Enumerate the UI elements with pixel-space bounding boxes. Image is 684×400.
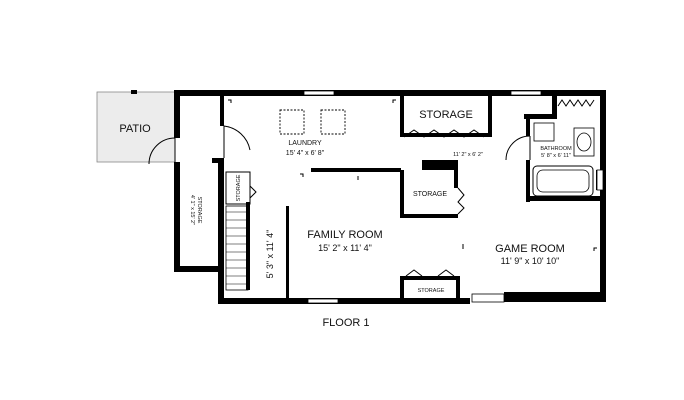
corner-markers <box>228 99 597 251</box>
windows <box>303 90 604 304</box>
game-room-label: GAME ROOM <box>495 243 565 255</box>
bathroom-fixtures <box>532 99 595 197</box>
interior-walls <box>212 96 604 300</box>
hall-dims: 11' 2" x 6' 2" <box>453 152 483 158</box>
bathroom-dims: 5' 8" x 6' 11" <box>541 153 571 159</box>
family-room-dims: 15' 2" x 11' 4" <box>318 243 372 253</box>
game-room-dims: 11' 9" x 10' 10" <box>501 256 560 266</box>
storage-top-label: STORAGE <box>419 109 473 121</box>
family-room-label: FAMILY ROOM <box>307 229 382 241</box>
storage-mid-label: STORAGE <box>413 191 447 198</box>
storage-bottom-label: STORAGE <box>418 288 445 294</box>
storage-stair-label: STORAGE <box>236 174 242 201</box>
doors <box>223 125 531 277</box>
floor-label: FLOOR 1 <box>322 317 369 329</box>
staircase <box>225 171 251 291</box>
patio-label: PATIO <box>119 123 151 135</box>
bathroom-label: BATHROOM <box>540 146 572 152</box>
laundry-label: LAUNDRY <box>288 140 322 147</box>
stair-dims: 5' 3" x 11' 4" <box>265 230 275 279</box>
laundry-dims: 15' 4" x 6' 8" <box>286 150 325 157</box>
storage-left-label: STORAGE <box>196 197 202 224</box>
patio-area <box>96 90 176 165</box>
storage-left-dims: 4' 1" x 15' 2" <box>189 195 195 225</box>
laundry-machines <box>279 109 346 135</box>
